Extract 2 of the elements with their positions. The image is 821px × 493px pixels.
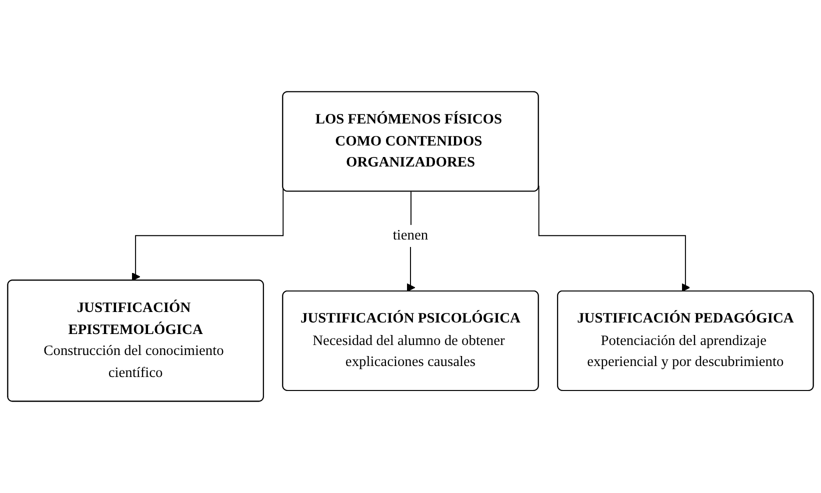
edge-label: tienen bbox=[392, 228, 428, 244]
arrow bbox=[538, 185, 690, 292]
